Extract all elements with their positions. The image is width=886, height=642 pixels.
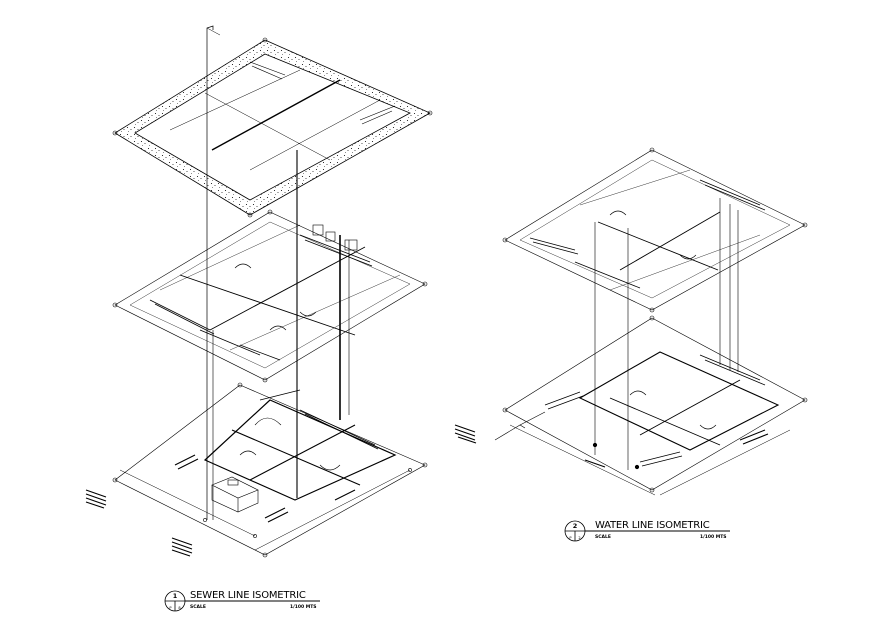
water-scale-value: 1/100 MTS [700, 534, 727, 540]
water-bubble-sheet-right: 2 [578, 536, 580, 540]
ground-floor-level [112, 382, 428, 558]
water-bubble-sheet-left: P [569, 536, 572, 540]
sewer-bubble-sheet-right: 8 [178, 606, 181, 610]
sewer-bubble-number: 1 [173, 592, 178, 600]
sewer-scale-value: 1/100 MTS [290, 604, 317, 610]
sewer-bubble-sheet-left: P [169, 606, 172, 610]
water-annotation-blocks [454, 424, 769, 468]
water-lower-floor-level [494, 315, 808, 496]
sewer-scale-label: SCALE [190, 604, 206, 610]
water-title-block: 2 P 2 WATER LINE ISOMETRIC SCALE 1/100 M… [564, 520, 730, 542]
sewer-annotation-blocks [85, 454, 356, 557]
upper-floor-level [112, 209, 428, 383]
water-line-isometric [454, 147, 808, 496]
sewer-title: SEWER LINE ISOMETRIC [190, 590, 306, 601]
water-title: WATER LINE ISOMETRIC [595, 520, 710, 531]
water-scale-label: SCALE [595, 534, 611, 540]
sewer-title-block: 1 P 8 SEWER LINE ISOMETRIC SCALE 1/100 M… [164, 590, 320, 612]
water-bubble-number: 2 [573, 522, 578, 530]
water-upper-floor-level [502, 147, 808, 313]
roof-slab-level [112, 37, 433, 218]
sewer-line-isometric [85, 25, 433, 558]
